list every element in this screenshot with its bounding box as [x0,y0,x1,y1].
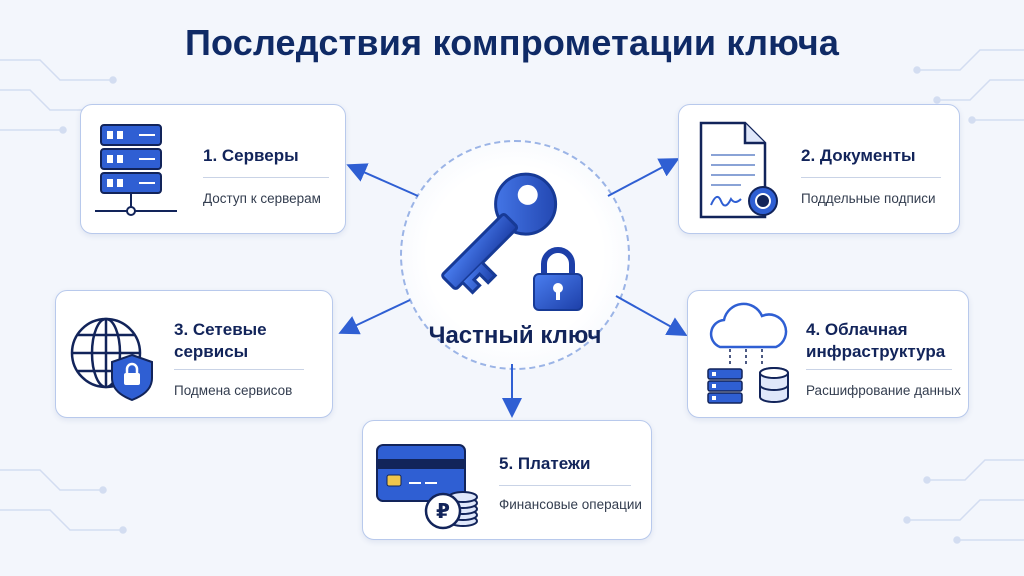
card-divider [806,369,952,370]
signed-document-icon [699,121,778,219]
card-divider [499,485,631,486]
card-subtitle: Финансовые операции [499,497,642,512]
card-subtitle: Доступ к серверам [203,191,321,206]
svg-text:₽: ₽ [436,499,450,523]
card-payments: ₽ 5. Платежи Финансовые операции [362,420,652,540]
card-subtitle: Подмена сервисов [174,383,293,398]
card-servers: 1. Серверы Доступ к серверам [80,104,346,234]
center-label: Частный ключ [428,322,602,349]
card-divider [801,177,941,178]
card-divider [203,177,329,178]
card-title: 5. Платежи [499,454,591,473]
card-title: 4. Облачная инфраструктура [806,320,946,361]
cloud-database-icon [707,302,789,404]
card-title: 2. Документы [801,146,916,165]
key-lock-icon [441,172,583,311]
card-subtitle: Расшифрование данных [806,383,961,398]
card-divider [174,369,304,370]
card-subtitle: Поддельные подписи [801,191,936,206]
card-cloud-infrastructure: 4. Облачная инфраструктура Расшифрование… [687,290,969,418]
card-coins-icon: ₽ [376,444,478,530]
card-network-services: 3. Сетевые сервисы Подмена сервисов [55,290,333,418]
page-title: Последствия компрометации ключа [184,22,840,63]
card-title: 1. Серверы [203,146,299,165]
card-documents: 2. Документы Поддельные подписи [678,104,960,234]
globe-shield-icon [70,317,153,401]
card-title: 3. Сетевые сервисы [174,320,267,361]
server-rack-icon [95,124,177,216]
